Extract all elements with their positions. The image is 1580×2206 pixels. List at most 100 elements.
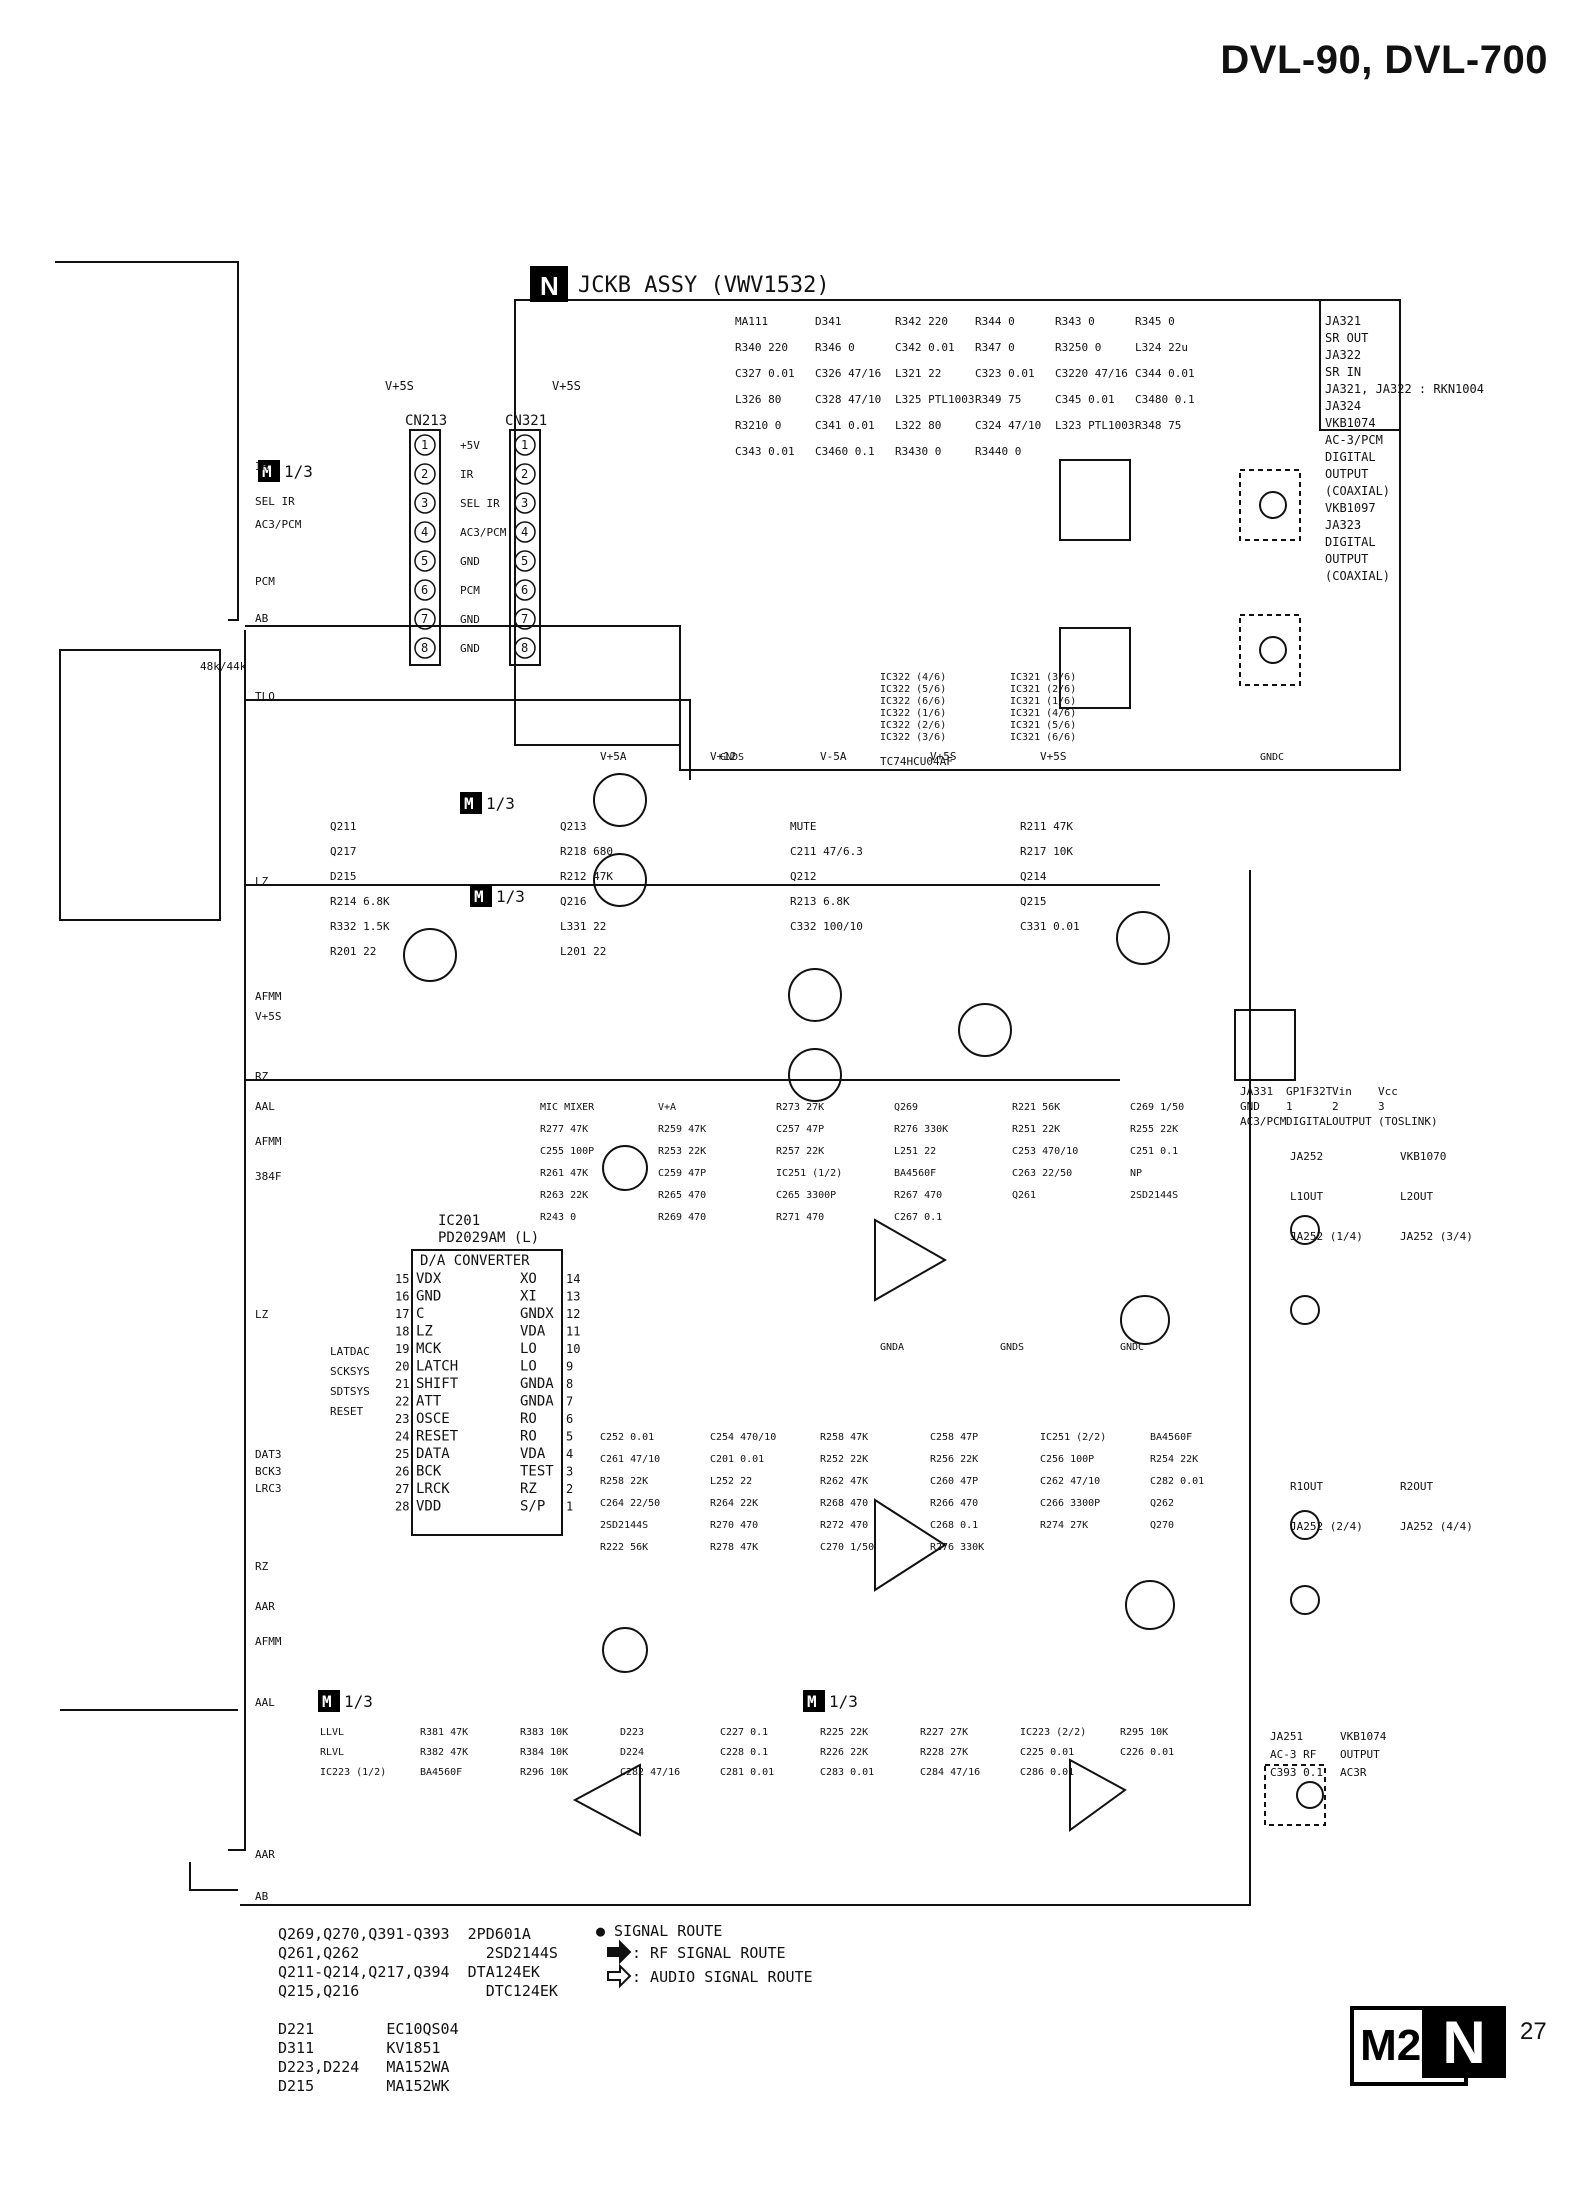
part-ref: BA4560F — [420, 1767, 462, 1778]
jack-label: (COAXIAL) — [1325, 484, 1390, 498]
connector-pin — [514, 434, 536, 456]
part-ref: R276 330K — [930, 1542, 984, 1553]
pin-signal: GND — [460, 613, 480, 626]
control-signal-label: RESET — [330, 1405, 363, 1418]
part-ref: C284 47/16 — [920, 1767, 980, 1778]
svg-text:IC201: IC201 — [438, 1213, 480, 1229]
part-ref: C345 0.01 — [1055, 393, 1115, 406]
jack-label: L1OUT — [1290, 1190, 1323, 1203]
part-ref: R221 56K — [1012, 1102, 1060, 1113]
pin-signal: IR — [460, 468, 474, 481]
ic-pin-number: 18 — [395, 1325, 409, 1339]
sheet-ref-label: 1/3 — [829, 1692, 858, 1711]
part-ref: R344 0 — [975, 315, 1015, 328]
supply-label: V-5A — [820, 750, 847, 763]
part-ref: R383 10K — [520, 1727, 568, 1738]
jack-label: AC-3/PCM — [1325, 433, 1383, 447]
jack-label: JA252 (1/4) — [1290, 1230, 1363, 1243]
part-ref: R256 22K — [930, 1454, 978, 1465]
toslink-label: 1 — [1286, 1100, 1293, 1113]
part-ref: C256 100P — [1040, 1454, 1094, 1465]
edge-signal-label: AFMM — [255, 1635, 282, 1648]
rf-route-legend: : RF SIGNAL ROUTE — [632, 1944, 786, 1962]
sheet-ref-letter: M — [464, 794, 474, 813]
part-ref: R217 10K — [1020, 845, 1073, 858]
part-ref: RLVL — [320, 1747, 344, 1758]
part-ref: Q213 — [560, 820, 587, 833]
part-ref: L331 22 — [560, 920, 606, 933]
part-ref: C324 47/10 — [975, 419, 1041, 432]
part-ref: MIC MIXER — [540, 1102, 595, 1113]
ic-pin-number: 24 — [395, 1430, 409, 1444]
connector-pin — [514, 521, 536, 543]
connector-pin — [414, 434, 436, 456]
part-ref: Q270 — [1150, 1520, 1174, 1531]
part-ref: Q269 — [894, 1102, 918, 1113]
svg-text:V+5S: V+5S — [552, 379, 581, 393]
part-ref: R214 6.8K — [330, 895, 390, 908]
part-ref: R258 47K — [820, 1432, 868, 1443]
ic-ref: IC322 (3/6) — [880, 732, 946, 743]
part-ref: R3210 0 — [735, 419, 781, 432]
pin-number: 2 — [521, 467, 528, 481]
ic-pin-name: TEST — [520, 1464, 554, 1480]
part-ref: R346 0 — [815, 341, 855, 354]
ic-pin-name: RO — [520, 1411, 537, 1427]
ic-ref: IC322 (4/6) — [880, 672, 946, 683]
ic-pin-name: VDA — [520, 1446, 546, 1462]
part-ref: R212 47K — [560, 870, 613, 883]
pin-number: 1 — [421, 438, 428, 452]
part-ref: R349 75 — [975, 393, 1021, 406]
ic-pin-name: GNDA — [520, 1394, 554, 1410]
route-legend-symbols — [607, 1939, 632, 1989]
ic-pin-name: LZ — [416, 1324, 433, 1340]
jack-label: (COAXIAL) — [1325, 569, 1390, 583]
part-ref: R255 22K — [1130, 1124, 1178, 1135]
part-ref: C228 0.1 — [720, 1747, 768, 1758]
ground-label: GNDS — [1000, 1342, 1024, 1353]
part-ref: C266 3300P — [1040, 1498, 1100, 1509]
edge-signal-label: AAL — [255, 1100, 275, 1113]
ic-pin-name: S/P — [520, 1499, 545, 1515]
sheet-ref-box — [803, 1690, 825, 1712]
jack-label: JA251 — [1270, 1730, 1303, 1743]
jack-label: JA322 — [1325, 348, 1361, 362]
part-ref: C344 0.01 — [1135, 367, 1195, 380]
part-ref: R261 47K — [540, 1168, 588, 1179]
assy-letter: N — [540, 271, 559, 301]
edge-signal-label: AB — [255, 1890, 269, 1903]
ic-pin-name: MCK — [416, 1341, 442, 1357]
part-ref: R222 56K — [600, 1542, 648, 1553]
part-ref: C267 0.1 — [894, 1212, 942, 1223]
ic-pin-name: LATCH — [416, 1359, 458, 1375]
part-ref: C252 0.01 — [600, 1432, 654, 1443]
sheet-ref-label: 1/3 — [486, 794, 515, 813]
sheet-ref-box — [470, 885, 492, 907]
assy-title: JCKB ASSY (VWV1532) — [578, 273, 830, 298]
main-frame-right — [240, 870, 1251, 1906]
ic-ref: IC321 (4/6) — [1010, 708, 1076, 719]
jack-label: JA321, JA322 : RKN1004 — [1325, 382, 1484, 396]
part-ref: R277 47K — [540, 1124, 588, 1135]
connector-pin — [414, 521, 436, 543]
toslink-label: AC3/PCM — [1240, 1115, 1287, 1128]
pin-number: 6 — [421, 583, 428, 597]
edge-signal-label: AC3/PCM — [255, 518, 302, 531]
pin-signal: SEL IR — [460, 497, 500, 510]
part-ref: C201 0.01 — [710, 1454, 764, 1465]
aar-bend — [189, 1862, 238, 1891]
part-ref: R295 10K — [1120, 1727, 1168, 1738]
pin-number: 4 — [521, 525, 528, 539]
control-signal-label: SDTSYS — [330, 1385, 370, 1398]
edge-signal-label: 384F — [255, 1170, 282, 1183]
edge-signal-label: SEL IR — [255, 495, 295, 508]
sheet-ref-label: 1/3 — [344, 1692, 373, 1711]
part-ref: R381 47K — [420, 1727, 468, 1738]
pin-number: 7 — [421, 612, 428, 626]
part-ref: C3480 0.1 — [1135, 393, 1195, 406]
part-ref: R218 680 — [560, 845, 613, 858]
